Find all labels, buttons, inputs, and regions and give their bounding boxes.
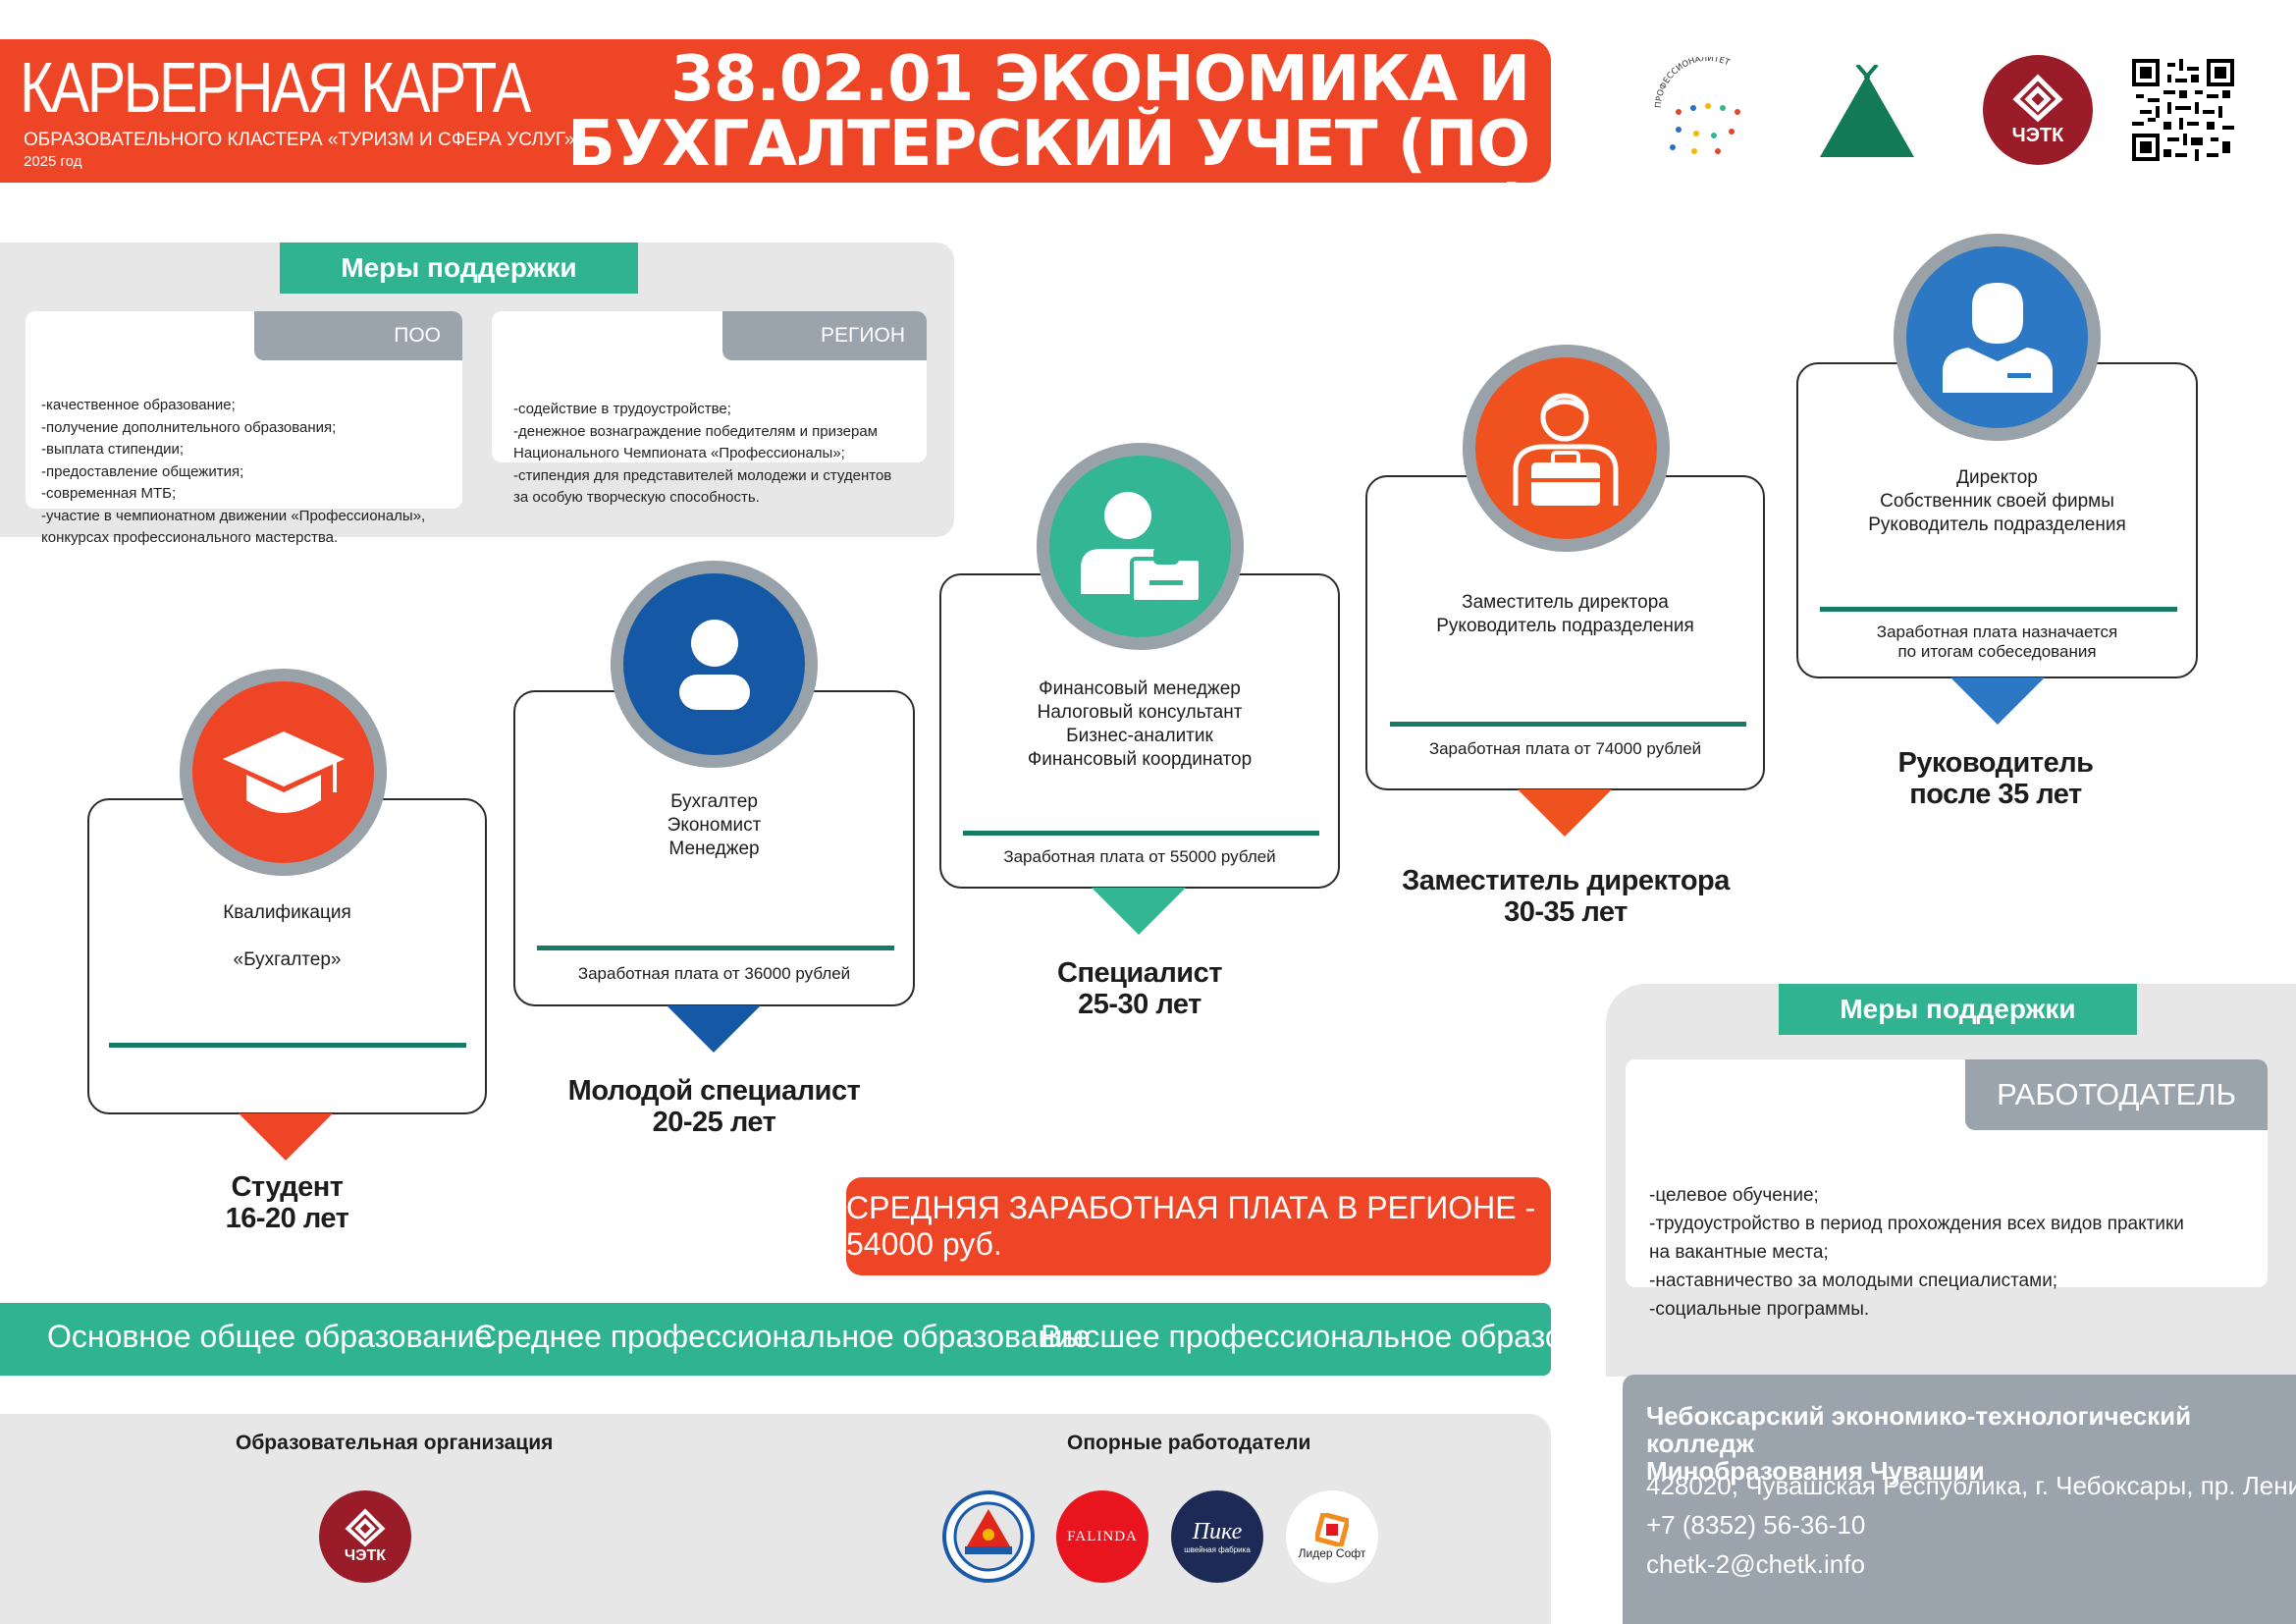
person-badge-icon xyxy=(1080,491,1202,604)
circle-deputy xyxy=(1463,345,1670,552)
pointer-triangle xyxy=(667,1005,761,1053)
card-divider xyxy=(1820,607,2177,612)
pike-logo: Пике швейная фабрика xyxy=(1171,1490,1263,1583)
region-support-text: -содействие в трудоустройстве; -денежное… xyxy=(513,401,892,506)
specialty-title: 38.02.01 ЭКОНОМИКА И БУХГАЛТЕРСКИЙ УЧЕТ … xyxy=(567,43,1530,245)
card-salary: Заработная плата назначается по итогам с… xyxy=(1876,623,2118,661)
card-salary: Заработная плата от 36000 рублей xyxy=(577,964,851,983)
circle-young-specialist xyxy=(611,561,818,768)
card-text: Директор Собственник своей фирмы Руковод… xyxy=(1868,467,2126,535)
employer-support-panel: Меры поддержки РАБОТОДАТЕЛЬ -целевое обу… xyxy=(1606,984,2296,1377)
emergency-ministry-logo-icon xyxy=(942,1490,1035,1583)
college-name: Чебоксарский экономико-технологический к… xyxy=(1646,1401,2192,1486)
support-measures-panel: Меры поддержки ПОО -качественное образов… xyxy=(0,243,954,546)
page-title: КАРЬЕРНАЯ КАРТА xyxy=(20,49,531,128)
card-text: Заместитель директора Руководитель подра… xyxy=(1436,592,1694,636)
stage-label: Студент 16-20 лет xyxy=(225,1171,349,1234)
poo-support-card: ПОО -качественное образование; -получени… xyxy=(26,311,462,546)
stage-label: Заместитель директора 30-35 лет xyxy=(1402,865,1730,928)
college-address: 428020, Чувашская Республика, г. Чебокса… xyxy=(1646,1471,2296,1500)
org-label: Образовательная организация xyxy=(236,1432,554,1454)
employer-support-title: Меры поддержки xyxy=(1779,984,2137,1035)
region-label: РЕГИОН xyxy=(722,311,927,360)
falinda-logo: FALINDA xyxy=(1056,1490,1148,1583)
employers-label: Опорные работодатели xyxy=(1067,1432,1311,1454)
lider-soft-logo: Лидер Софт xyxy=(1286,1490,1378,1583)
stage-label: Руководитель после 35 лет xyxy=(1897,747,2094,810)
college-phone[interactable]: +7 (8352) 56-36-10 xyxy=(1646,1510,1866,1540)
businessman-icon xyxy=(1942,282,2053,393)
circle-specialist xyxy=(1037,443,1244,650)
career-card-deputy: Заместитель директора Руководитель подра… xyxy=(1365,475,1765,790)
person-briefcase-icon xyxy=(1513,393,1618,506)
education-higher: Высшее профессиональное образование xyxy=(1041,1319,1649,1354)
education-basic: Основное общее образование xyxy=(47,1319,493,1354)
partners-panel: Образовательная организация Опорные рабо… xyxy=(0,1414,1551,1624)
tent-logo-icon xyxy=(1818,63,1916,159)
graduation-cap-icon xyxy=(222,731,345,813)
card-divider xyxy=(537,946,894,950)
region-support-card: РЕГИОН -содействие в трудоустройстве; -д… xyxy=(492,311,927,506)
support-measures-title: Меры поддержки xyxy=(280,243,638,294)
page-subtitle: ОБРАЗОВАТЕЛЬНОГО КЛАСТЕРА «ТУРИЗМ И СФЕР… xyxy=(24,130,575,150)
chetk-logo-icon: ЧЭТК xyxy=(1983,55,2093,165)
average-salary-banner: СРЕДНЯЯ ЗАРАБОТНАЯ ПЛАТА В РЕГИОНЕ - 540… xyxy=(846,1177,1551,1275)
education-secondary: Среднее профессиональное образование xyxy=(474,1319,1091,1354)
employer-label: РАБОТОДАТЕЛЬ xyxy=(1965,1059,2268,1130)
professionalitet-logo-icon: ПРОФЕССИОНАЛИТЕТ xyxy=(1649,54,1767,155)
pointer-triangle xyxy=(1518,789,1612,837)
svg-text:ПРОФЕССИОНАЛИТЕТ: ПРОФЕССИОНАЛИТЕТ xyxy=(1654,57,1732,108)
pointer-triangle xyxy=(239,1113,333,1161)
poo-support-text: -качественное образование; -получение до… xyxy=(41,397,426,546)
qr-code-icon[interactable] xyxy=(2132,59,2234,161)
college-email[interactable]: chetk-2@chetk.info xyxy=(1646,1549,1865,1579)
poo-label: ПОО xyxy=(254,311,462,360)
pointer-triangle xyxy=(1950,677,2045,725)
person-icon xyxy=(678,619,750,710)
circle-student xyxy=(180,669,387,876)
education-levels-bar: Основное общее образование Среднее профе… xyxy=(0,1303,1648,1376)
stage-label: Специалист 25-30 лет xyxy=(1057,957,1222,1020)
employer-support-text: -целевое обучение; -трудоустройство в пе… xyxy=(1649,1185,2184,1320)
card-divider xyxy=(109,1043,466,1048)
stage-label: Молодой специалист 20-25 лет xyxy=(567,1075,861,1138)
employer-support-card: РАБОТОДАТЕЛЬ -целевое обучение; -трудоус… xyxy=(1626,1059,2268,1320)
card-text: Квалификация «Бухгалтер» xyxy=(223,902,351,970)
pointer-triangle xyxy=(1092,888,1186,935)
header-banner: КАРЬЕРНАЯ КАРТА ОБРАЗОВАТЕЛЬНОГО КЛАСТЕР… xyxy=(0,39,1551,242)
contact-panel: Чебоксарский экономико-технологический к… xyxy=(1623,1375,2296,1624)
card-text: Финансовый менеджер Налоговый консультан… xyxy=(1027,678,1253,770)
card-divider xyxy=(1390,722,1746,727)
circle-director xyxy=(1894,234,2101,441)
career-card-specialist: Финансовый менеджер Налоговый консультан… xyxy=(939,573,1340,889)
card-text: Бухгалтер Экономист Менеджер xyxy=(667,791,762,859)
card-salary: Заработная плата от 74000 рублей xyxy=(1428,739,1702,758)
card-salary: Заработная плата от 55000 рублей xyxy=(1003,847,1276,866)
page-year: 2025 год xyxy=(24,153,82,170)
chetk-org-logo-icon: ЧЭТК xyxy=(319,1490,411,1583)
card-divider xyxy=(963,831,1319,836)
